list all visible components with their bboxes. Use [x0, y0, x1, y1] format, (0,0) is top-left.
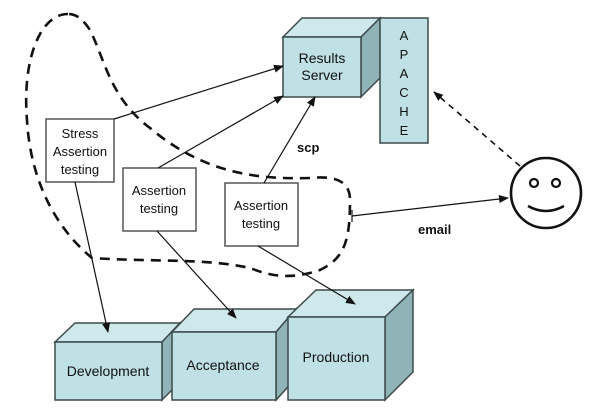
stress-label-line3: testing [61, 162, 99, 177]
apache-letter: C [399, 85, 408, 100]
production-label: Production [303, 349, 370, 365]
apache-letter: A [400, 66, 409, 81]
arrow-email [351, 195, 509, 217]
test-scope-boundary [24, 12, 352, 278]
stress-label-line1: Stress [62, 126, 99, 141]
arrow-assertion2-to-server [263, 96, 316, 184]
apache-node: A P A C H E [379, 17, 429, 144]
results-server-label-line1: Results [299, 50, 346, 66]
arrow-stress-to-server [113, 64, 284, 120]
smiley-face-icon [509, 156, 583, 230]
assertion-testing-node-2: Assertion testing [224, 182, 299, 247]
results-server-node: Results Server [281, 16, 382, 99]
stress-label-line2: Assertion [53, 144, 107, 159]
stress-assertion-testing-node: Stress Assertion testing [45, 118, 115, 183]
apache-letter: H [399, 104, 408, 119]
assertion2-label-line1: Assertion [234, 198, 288, 213]
production-node: Production [286, 288, 415, 402]
acceptance-label: Acceptance [186, 357, 259, 373]
arrow-assertion2-to-production [257, 245, 356, 305]
results-server-label-line2: Server [301, 67, 343, 83]
development-label: Development [67, 363, 150, 379]
arrow-assertion1-to-acceptance [156, 230, 237, 319]
assertion1-label-line2: testing [140, 201, 178, 216]
apache-letter: E [400, 123, 409, 138]
arrow-stress-to-development [74, 181, 110, 333]
arrow-user-to-apache [433, 91, 521, 167]
arrow-assertion1-to-server [157, 95, 284, 169]
acceptance-node: Acceptance [170, 306, 298, 402]
development-node: Development [53, 321, 182, 402]
scp-label: scp [297, 140, 319, 155]
assertion1-label-line1: Assertion [132, 183, 186, 198]
email-label: email [418, 222, 451, 237]
assertion2-label-line2: testing [242, 216, 280, 231]
assertion-testing-node-1: Assertion testing [122, 167, 197, 232]
apache-letter: P [400, 47, 409, 62]
apache-letter: A [400, 28, 409, 43]
